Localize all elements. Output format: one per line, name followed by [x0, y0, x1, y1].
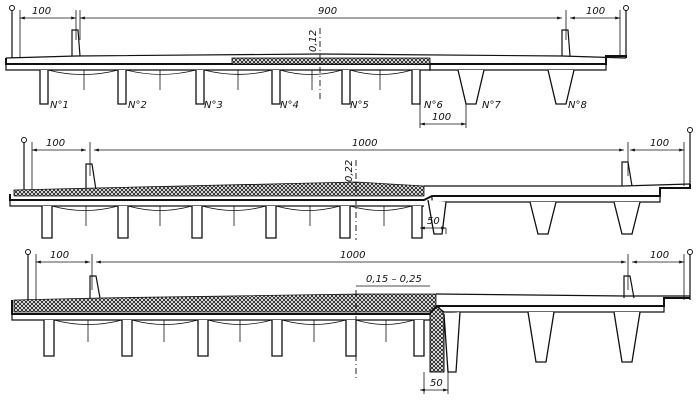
dim-right-sidewalk: 100: [586, 6, 605, 17]
roadway-surface: [5, 53, 627, 59]
beam-label: N°8: [568, 100, 587, 111]
curb-left: [89, 275, 101, 299]
beam-web: [271, 70, 281, 105]
beam-web: [265, 206, 277, 239]
dim-carriageway: 900: [318, 6, 337, 17]
section-top: 100 900 100: [5, 5, 629, 128]
beam-web: [41, 206, 53, 239]
beam-web: [341, 70, 351, 105]
dim-left-sidewalk: 100: [50, 250, 69, 261]
dim-bottom: 50: [430, 378, 443, 389]
beam-label: N°5: [350, 100, 369, 111]
beam-web: [195, 70, 205, 105]
beam-label: N°6: [424, 100, 443, 111]
section-bottom: 100 1000 100 0,15 – 0,25: [11, 249, 693, 394]
dim-right-sidewalk: 100: [650, 138, 669, 149]
roadway-surface: [435, 293, 690, 297]
section-middle: 100 1000 100: [9, 127, 693, 240]
beam-web: [411, 206, 423, 239]
beam-label: N°1: [50, 100, 69, 111]
dim-bottom: 50: [427, 216, 440, 227]
beam-flange: [11, 314, 430, 321]
t-girders-right: [427, 196, 661, 235]
railing-right-post-cap: [623, 5, 629, 11]
beam-web: [411, 70, 421, 105]
roadway-surface: [424, 183, 691, 187]
dim-carriageway: 1000: [340, 250, 365, 261]
curb-right: [561, 29, 571, 57]
curb-left: [85, 163, 97, 191]
dim-right-sidewalk: 100: [650, 250, 669, 261]
t-girder-web: [527, 311, 555, 363]
beam-web: [339, 206, 351, 239]
beam-haunches: [47, 69, 413, 75]
railing-left-post-cap: [25, 249, 31, 255]
beam-web: [43, 320, 55, 357]
beam-web: [191, 206, 203, 239]
t-girder-web: [613, 201, 641, 235]
deck-outline: [5, 55, 627, 65]
railing-left-post-cap: [21, 137, 27, 143]
dim-left-sidewalk: 100: [32, 6, 51, 17]
beam-row: [43, 319, 425, 357]
beam-web: [117, 206, 129, 239]
dim-thickness: 0,12: [308, 30, 319, 52]
t-girder-web: [613, 311, 641, 363]
beam-row: [39, 69, 421, 105]
beam-web: [117, 70, 127, 105]
overlay-hatched: [13, 293, 437, 313]
t-girder-web: [443, 311, 461, 373]
curb-left: [71, 29, 81, 57]
beam-row: [41, 205, 423, 239]
railing-left-post-cap: [9, 5, 15, 11]
beam-web: [271, 320, 283, 357]
dim-bottom: 100: [432, 112, 451, 123]
beam-web: [121, 320, 133, 357]
beam-label: N°4: [280, 100, 299, 111]
dim-carriageway: 1000: [352, 138, 377, 149]
beam-web: [345, 320, 357, 357]
railing-right-post-cap: [687, 249, 693, 255]
beam-web: [413, 320, 425, 357]
beam-label: N°7: [482, 100, 501, 111]
beam-web: [197, 320, 209, 357]
overlay-hatched: [231, 57, 431, 65]
beam-haunches: [51, 205, 413, 211]
dim-left-sidewalk: 100: [46, 138, 65, 149]
t-girder-web: [457, 69, 485, 105]
dim-thickness: 0,22: [344, 160, 355, 182]
beam-flange: [9, 200, 424, 207]
curb-right: [621, 161, 633, 187]
overlay-hatched: [13, 181, 425, 197]
t-girder-web: [427, 199, 447, 235]
beam-web: [39, 70, 49, 105]
beam-label: N°3: [204, 100, 223, 111]
joint-infill: [429, 305, 445, 373]
curb-right: [623, 275, 635, 299]
beam-label: N°2: [128, 100, 147, 111]
t-girders-right: [435, 305, 665, 373]
beam-haunches: [53, 319, 415, 325]
dim-thickness: 0,15 – 0,25: [366, 274, 422, 285]
deck-outline: [9, 184, 691, 201]
t-girder-web: [529, 201, 557, 235]
railing-right-post-cap: [687, 127, 693, 133]
girder-flange: [429, 64, 607, 71]
t-girders-right: [429, 64, 607, 105]
t-girder-web: [547, 69, 575, 105]
